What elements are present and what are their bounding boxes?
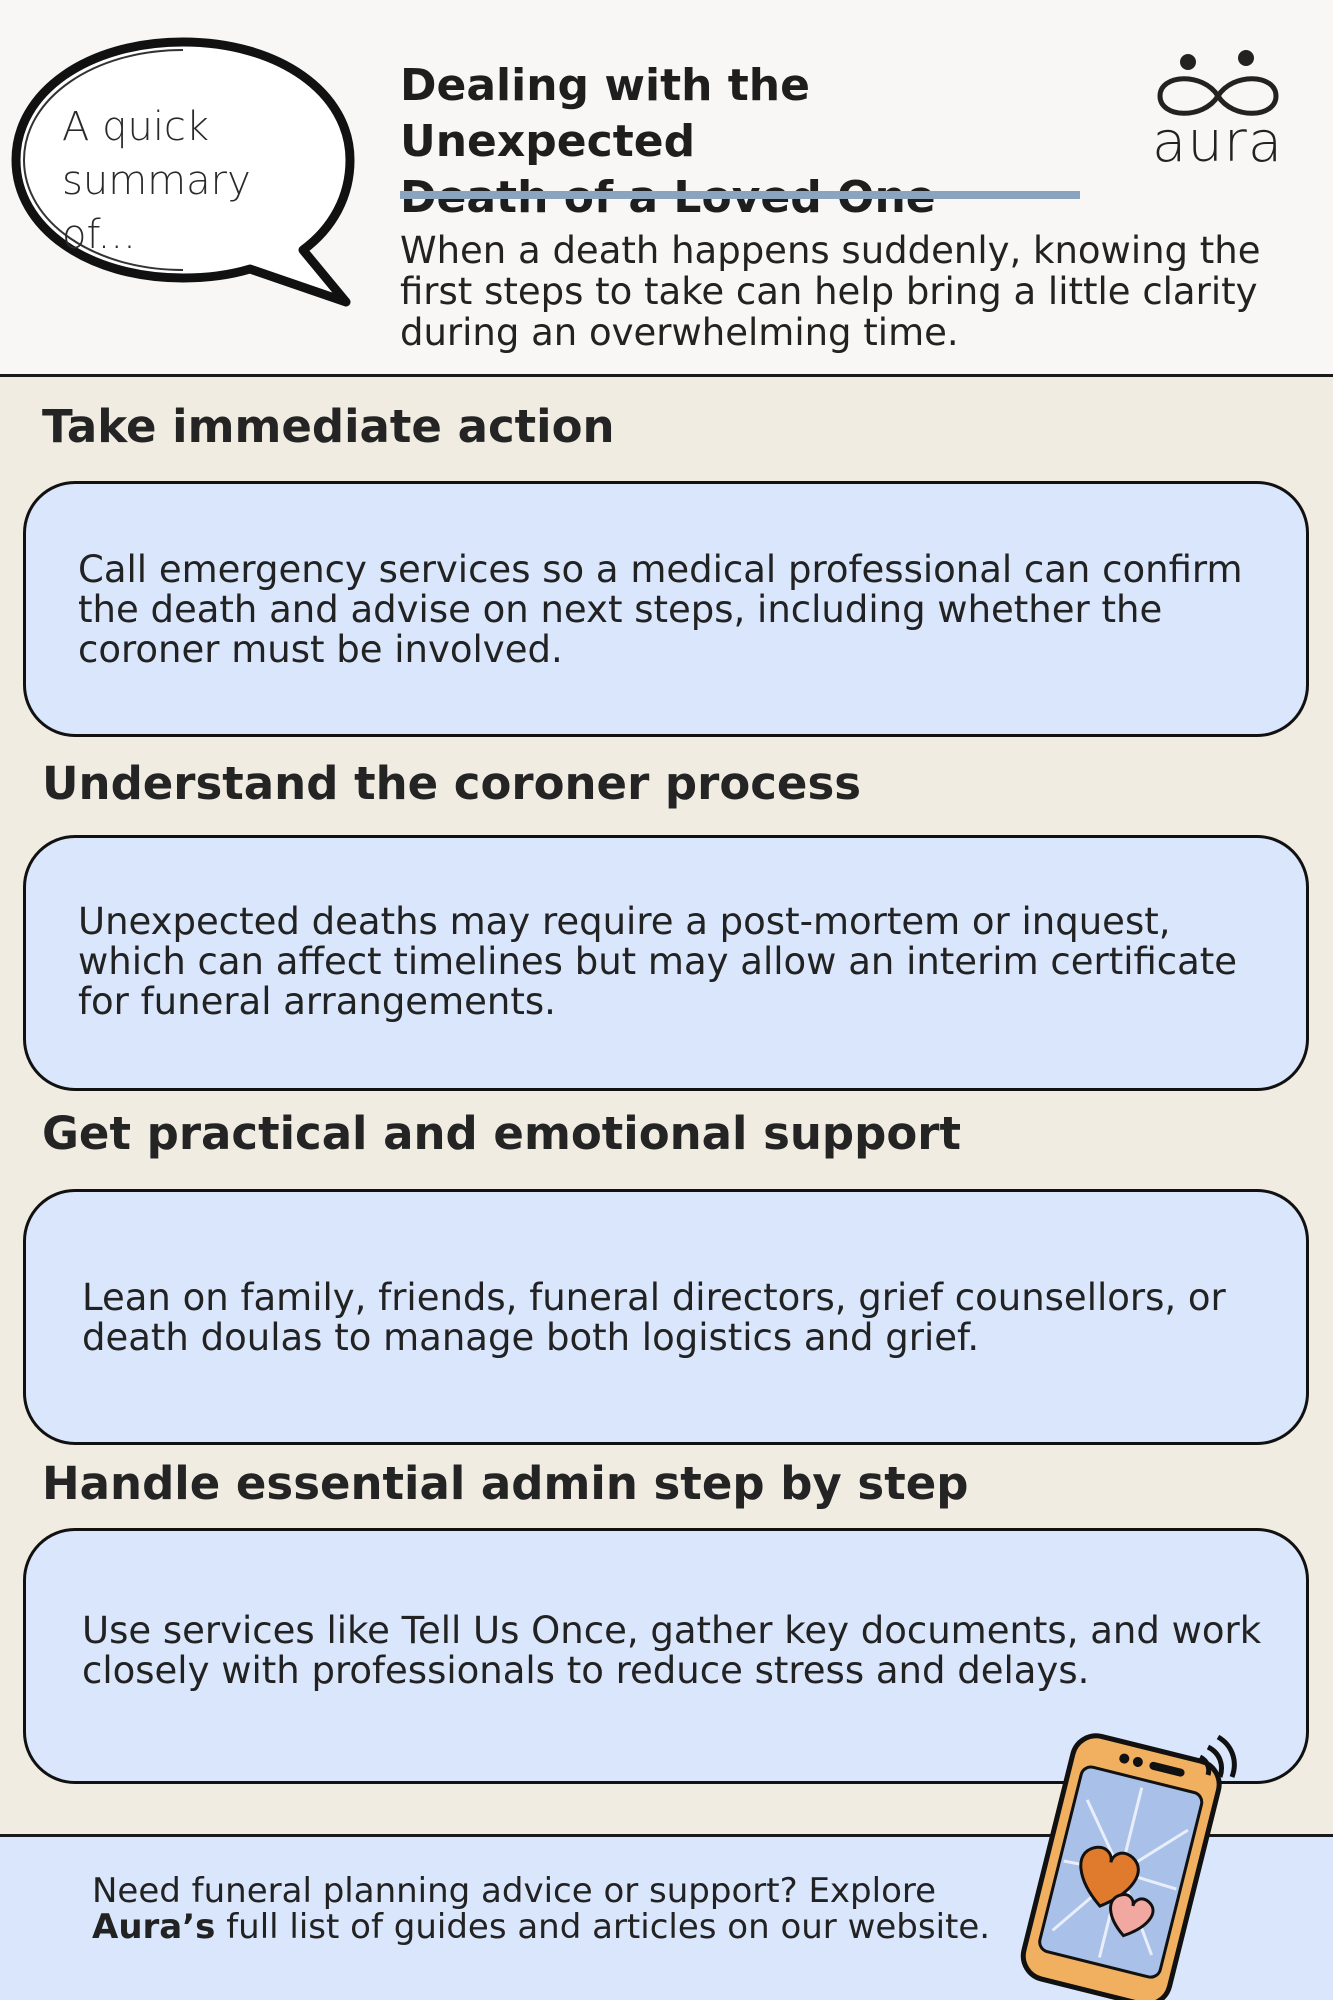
- section-heading-immediate-action: Take immediate action: [42, 400, 615, 453]
- header: A quick summary of... Dealing with the U…: [0, 0, 1333, 377]
- footer-text-before: Need funeral planning advice or support?…: [92, 1871, 937, 1911]
- speech-bubble-icon: [11, 37, 355, 307]
- title-line-1: Dealing with the Unexpected: [400, 60, 810, 167]
- logo-wordmark: aura: [1152, 110, 1284, 175]
- footer-brand-name: Aura’s: [92, 1907, 216, 1947]
- footer-text: Need funeral planning advice or support?…: [92, 1873, 992, 1945]
- bubble-text: A quick summary of...: [62, 104, 251, 258]
- intro-text: When a death happens suddenly, knowing t…: [400, 229, 1261, 354]
- phone-hearts-icon: [1020, 1733, 1237, 2000]
- aura-logo-icon: [1157, 50, 1279, 116]
- card-immediate-action: Call emergency services so a medical pro…: [23, 481, 1309, 737]
- card-text: Call emergency services so a medical pro…: [78, 548, 1243, 671]
- card-support: Lean on family, friends, funeral directo…: [23, 1189, 1309, 1445]
- section-heading-support: Get practical and emotional support: [42, 1107, 961, 1160]
- section-heading-admin: Handle essential admin step by step: [42, 1457, 969, 1510]
- card-text: Use services like Tell Us Once, gather k…: [82, 1609, 1262, 1692]
- footer-text-after: full list of guides and articles on our …: [215, 1907, 991, 1947]
- title-divider: [400, 191, 1080, 199]
- section-heading-coroner-process: Understand the coroner process: [42, 757, 862, 810]
- page-title: Dealing with the Unexpected Death of a L…: [400, 58, 1080, 226]
- card-text: Lean on family, friends, funeral directo…: [82, 1276, 1226, 1359]
- card-text: Unexpected deaths may require a post-mor…: [78, 900, 1238, 1023]
- card-coroner-process: Unexpected deaths may require a post-mor…: [23, 835, 1309, 1091]
